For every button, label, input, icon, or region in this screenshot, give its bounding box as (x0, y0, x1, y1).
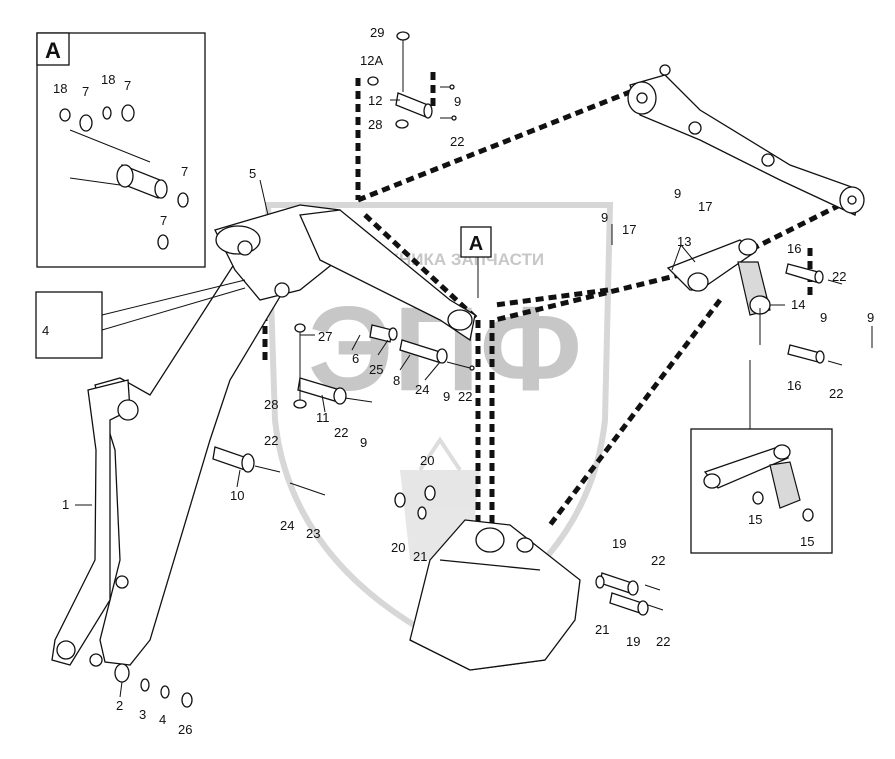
callout-16: 16 (787, 378, 801, 393)
detail-a-callout-label: A (469, 233, 483, 255)
callout-16: 16 (787, 241, 801, 256)
detail-callout-7: 7 (124, 78, 131, 93)
callout-20: 20 (391, 540, 405, 555)
linkage-plate (299, 209, 476, 342)
watermark-text: ТЕХНИКА ЗАПЧАСТИ (366, 250, 544, 269)
detail-callout-18: 18 (53, 81, 67, 96)
detail-callout-18: 18 (101, 72, 115, 87)
callout-9: 9 (867, 310, 874, 325)
callout-25: 25 (369, 362, 383, 377)
callout-26: 26 (178, 722, 192, 737)
hydraulic-cylinder (627, 64, 865, 216)
callout-17: 17 (622, 222, 636, 237)
callout-10: 10 (230, 488, 244, 503)
callout-12: 12 (368, 93, 382, 108)
callout-22: 22 (450, 134, 464, 149)
callout-9: 9 (601, 210, 608, 225)
callout-19: 19 (612, 536, 626, 551)
callout-4: 4 (159, 712, 166, 727)
callout-9: 9 (443, 389, 450, 404)
callout-17: 17 (698, 199, 712, 214)
callout-27: 27 (318, 329, 332, 344)
callout-22: 22 (656, 634, 670, 649)
detail-callout-7: 7 (160, 213, 167, 228)
callout-11: 11 (316, 410, 330, 425)
callout-6: 6 (352, 351, 359, 366)
callout-15: 15 (800, 534, 814, 549)
detail-a-label: A (45, 38, 61, 63)
detail-a: A (36, 32, 206, 268)
callout-21: 21 (595, 622, 609, 637)
callout-21: 21 (413, 549, 427, 564)
callout-28: 28 (368, 117, 382, 132)
bucket (409, 519, 581, 671)
callout-2: 2 (116, 698, 123, 713)
washer-4-callout (35, 279, 246, 359)
callout-29: 29 (370, 25, 384, 40)
callout-22: 22 (458, 389, 472, 404)
callout-20: 20 (420, 453, 434, 468)
callout-28: 28 (264, 397, 278, 412)
detail-callout-7: 7 (82, 84, 89, 99)
callout-9: 9 (674, 186, 681, 201)
callout-23: 23 (306, 526, 320, 541)
bucket-link-assembly (666, 238, 771, 316)
callout-5: 5 (249, 166, 256, 181)
callout-22: 22 (334, 425, 348, 440)
callout-3: 3 (139, 707, 146, 722)
callout-22: 22 (829, 386, 843, 401)
callout-19: 19 (626, 634, 640, 649)
callout-22: 22 (832, 269, 846, 284)
callout-9: 9 (820, 310, 827, 325)
callout-24: 24 (415, 382, 429, 397)
pins-and-washers (64, 31, 873, 708)
detail-a-callout-marker: A (460, 226, 492, 258)
callout-8: 8 (393, 373, 400, 388)
detail-callout-7: 7 (181, 164, 188, 179)
callout-9: 9 (454, 94, 461, 109)
callout-13: 13 (677, 234, 691, 249)
leader-lines (75, 99, 785, 698)
callout-4: 4 (42, 323, 49, 338)
callout-22: 22 (264, 433, 278, 448)
callout-15: 15 (748, 512, 762, 527)
callout-24: 24 (280, 518, 294, 533)
callout-14: 14 (791, 297, 805, 312)
callout-9: 9 (360, 435, 367, 450)
callout-22: 22 (651, 553, 665, 568)
callout-1: 1 (62, 497, 69, 512)
boom-arm (51, 204, 351, 667)
link-detail-inset (690, 360, 833, 554)
callout-numbers: 29 12A 12 9 28 22 5 9 17 9 17 13 16 22 1… (42, 25, 874, 737)
callout-12a: 12A (360, 53, 383, 68)
